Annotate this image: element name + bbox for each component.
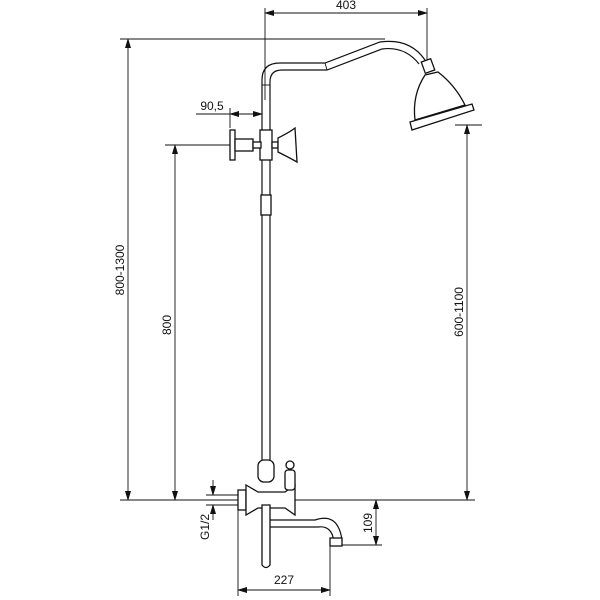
dimension-valve-height: 800 (160, 144, 178, 501)
bath-mixer (237, 459, 343, 569)
dimension-spout-reach: 227 (237, 573, 331, 593)
slide-bracket (260, 194, 272, 216)
dimension-spout-drop: 109 (361, 499, 379, 546)
diverter-body (259, 129, 273, 161)
dimension-head-height: 600-1100 (452, 124, 470, 501)
dimension-label-800: 800 (160, 315, 174, 335)
dimension-arm-reach: 403 (264, 0, 428, 16)
shower-head (409, 57, 475, 131)
mixer-lever (284, 469, 296, 491)
dimension-handle-offset: 90,5 (196, 99, 263, 117)
dimension-label-90-5: 90,5 (200, 99, 224, 113)
dimension-label-600-1100: 600-1100 (452, 287, 466, 337)
dimension-label-403: 403 (336, 0, 356, 12)
upper-handles (229, 126, 298, 164)
shower-riser (259, 40, 426, 465)
dimension-total-height: 800-1300 (113, 38, 131, 501)
dimension-label-227: 227 (274, 573, 294, 587)
dimension-label-109: 109 (361, 513, 375, 533)
dimension-thread: G1/2 (198, 480, 240, 540)
dimension-label-g1-2: G1/2 (198, 514, 212, 540)
dimension-label-800-1300: 800-1300 (113, 244, 127, 295)
